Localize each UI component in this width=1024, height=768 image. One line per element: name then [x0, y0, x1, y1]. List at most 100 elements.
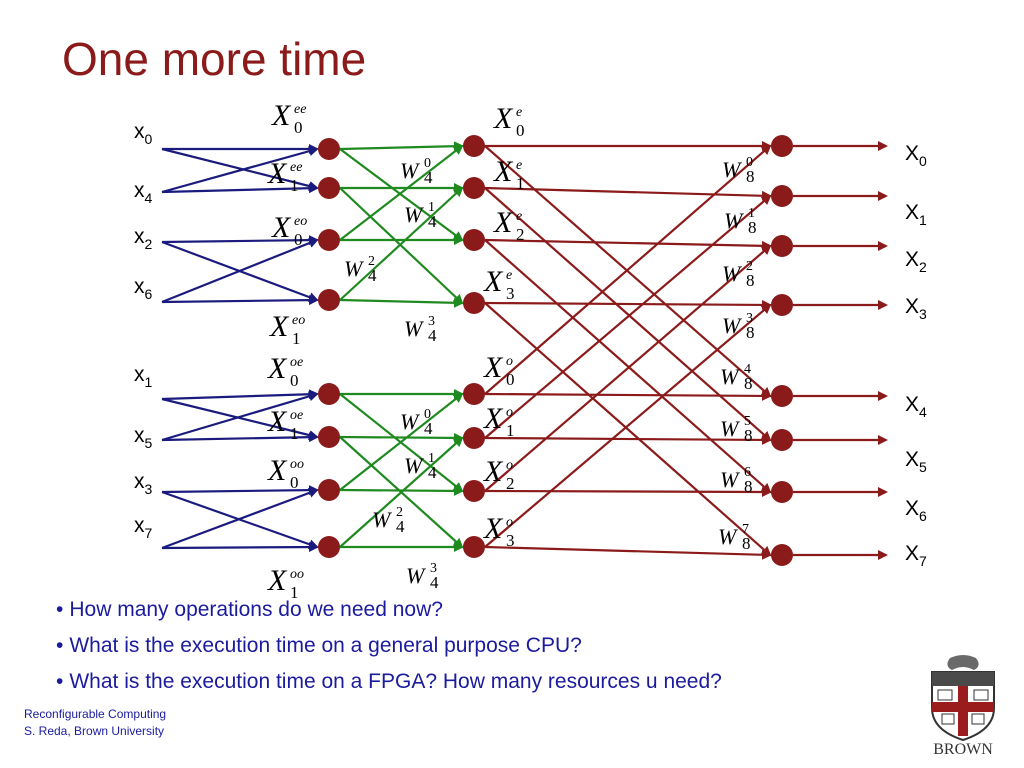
stage1-edge	[161, 432, 319, 443]
stage2-output-label-superscript: e	[506, 268, 512, 283]
stage1-node	[318, 229, 340, 251]
output-label-subscript: 5	[919, 459, 927, 475]
output-label-subscript: 4	[919, 404, 927, 420]
stage3-node	[771, 429, 793, 451]
output-label-base: X	[905, 393, 919, 416]
stage2-output-label-subscript: 3	[506, 531, 515, 550]
twiddle-w8-label-subscript: 8	[746, 167, 755, 186]
input-label: x4	[134, 179, 153, 206]
stage2-node	[463, 480, 485, 502]
output-label-subscript: 6	[919, 508, 927, 524]
stage2-edge	[339, 187, 464, 305]
twiddle-w4-label-subscript: 4	[424, 168, 433, 187]
stage2-output-label-base: X	[483, 351, 504, 384]
twiddle-w8-label-base: W	[722, 261, 742, 286]
twiddle-w8-label-base: W	[722, 157, 742, 182]
stage1-output-label-base: X	[267, 564, 288, 597]
brown-university-shield-icon	[931, 655, 995, 742]
stage1-node	[318, 479, 340, 501]
input-label-base: x	[134, 363, 145, 386]
stage3-edge	[484, 238, 772, 251]
stage1-output-label-base: X	[267, 454, 288, 487]
input-label: x2	[134, 225, 153, 252]
slide-title: One more time	[62, 33, 367, 85]
output-label: X0	[905, 142, 927, 169]
twiddle-w4-label-subscript: 4	[430, 573, 439, 592]
stage1-output-label-superscript: ee	[290, 160, 302, 175]
input-label: x6	[134, 275, 153, 302]
twiddle-w4-label-superscript: 1	[428, 451, 435, 466]
stage1-output-label-subscript: 1	[290, 176, 299, 195]
stage1-output-label-base: X	[267, 352, 288, 385]
stage2-output-label-subscript: 3	[506, 284, 515, 303]
output-label: X2	[905, 248, 927, 275]
twiddle-w4-label-superscript: 0	[424, 156, 431, 171]
stage1-edge	[161, 295, 319, 306]
stage1-node	[318, 177, 340, 199]
brown-university-logo: BROWN	[931, 655, 995, 758]
stage1-edge	[161, 542, 319, 553]
stage3-edge	[484, 145, 772, 398]
output-label-subscript: 2	[919, 259, 927, 275]
stage2-edge	[339, 148, 464, 242]
output-label: X5	[905, 448, 927, 475]
stage1-output-label-base: X	[267, 405, 288, 438]
twiddle-w8-label-base: W	[722, 313, 742, 338]
twiddle-w8-label-superscript: 7	[742, 522, 749, 537]
input-label-subscript: 2	[145, 236, 153, 252]
stage1-edge	[161, 240, 319, 302]
stage2-output-label-subscript: 0	[506, 370, 515, 389]
input-label-base: x	[134, 514, 145, 537]
question-item: What is the execution time on a FPGA? Ho…	[56, 670, 722, 706]
stage3-node	[771, 544, 793, 566]
stage2-output-label-base: X	[483, 512, 504, 545]
stage3-node	[771, 481, 793, 503]
stage2-node	[463, 383, 485, 405]
twiddle-w8-label-subscript: 8	[746, 271, 755, 290]
stage2-edge	[339, 393, 464, 493]
input-label-subscript: 1	[145, 374, 153, 390]
input-label-base: x	[134, 179, 145, 202]
stage2-output-label-base: X	[483, 265, 504, 298]
stage3-node	[771, 385, 793, 407]
twiddle-w8-label-base: W	[718, 524, 738, 549]
stage2-output-label-subscript: 2	[516, 225, 525, 244]
input-label-base: x	[134, 470, 145, 493]
input-label: x3	[134, 470, 153, 497]
input-label-base: x	[134, 225, 145, 248]
twiddle-w4-label-base: W	[404, 316, 424, 341]
output-label-base: X	[905, 201, 919, 224]
stage1-output-label-superscript: eo	[294, 214, 307, 229]
stage2-output-label-superscript: o	[506, 405, 513, 420]
output-label-subscript: 1	[919, 212, 927, 228]
stage2-output-label-superscript: o	[506, 458, 513, 473]
stage1-node	[318, 289, 340, 311]
stage2-edge	[339, 485, 464, 496]
twiddle-w8-label-superscript: 6	[744, 465, 751, 480]
twiddle-w4-label-subscript: 4	[424, 419, 433, 438]
stage2-output-label-subscript: 0	[516, 121, 525, 140]
stage2-edge	[339, 141, 464, 152]
twiddle-w8-label-subscript: 8	[746, 323, 755, 342]
twiddle-w4-label-superscript: 3	[428, 314, 435, 329]
input-label-base: x	[134, 275, 145, 298]
stage1-edge	[161, 183, 319, 194]
twiddle-w4-label-base: W	[404, 202, 424, 227]
stage3-edge	[484, 434, 772, 445]
stage2-edge	[339, 144, 464, 241]
question-item: What is the execution time on a general …	[56, 634, 722, 670]
